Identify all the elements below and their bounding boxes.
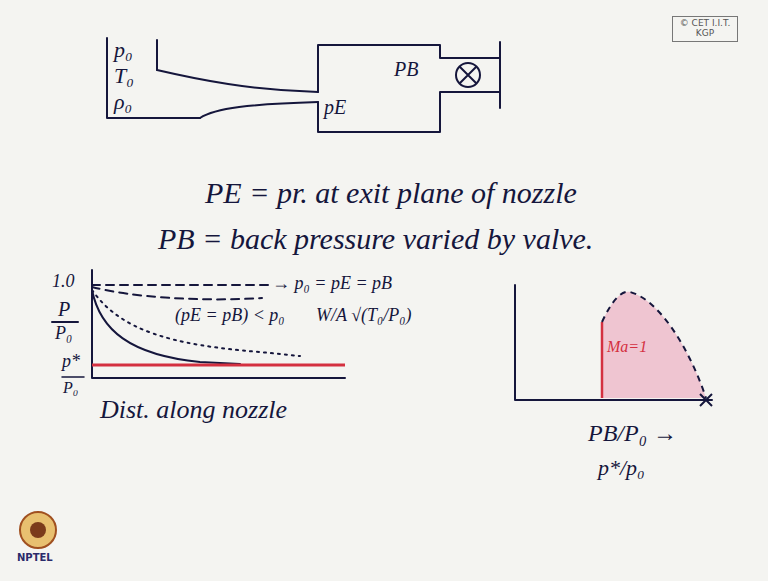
state-symbol: ρ₀ xyxy=(114,90,132,114)
axis-label: P xyxy=(58,298,70,320)
logo-text: NPTEL xyxy=(17,552,53,563)
tank-wall xyxy=(107,38,200,118)
fraction-bar xyxy=(62,376,84,378)
axis-value: p* xyxy=(62,352,80,372)
tank: p₀T₀ρ₀ xyxy=(114,38,154,118)
watermark: © CET I.I.T. KGP xyxy=(676,19,734,39)
axis-value: 1.0 xyxy=(52,272,75,292)
region-label: Ma=1 xyxy=(607,338,647,356)
axis-label: Dist. along nozzle xyxy=(100,396,287,425)
pipe-end xyxy=(499,42,501,108)
nozzle-wall xyxy=(157,70,318,92)
definition: PB = back pressure varied by valve. xyxy=(158,222,593,255)
axis-label: P₀ xyxy=(55,324,72,344)
pressure-symbol: pE xyxy=(324,96,346,118)
axis-label: p*/p₀ xyxy=(598,456,645,480)
curve-note: (pE = pB) < p₀ xyxy=(175,306,285,326)
watermark-box: © CET I.I.T. KGP xyxy=(672,16,738,42)
pressure-symbol: PB xyxy=(394,58,418,80)
pressure-curve xyxy=(92,284,268,286)
valve-symbol xyxy=(456,63,480,87)
logo xyxy=(20,512,56,548)
axis-label: PB/P₀ → xyxy=(588,420,677,446)
choked-region xyxy=(602,292,706,398)
logo xyxy=(30,522,46,538)
pressure-curve xyxy=(92,290,240,364)
end-marker xyxy=(700,394,712,406)
state-symbol: T₀ xyxy=(114,64,134,88)
valve-symbol xyxy=(460,67,476,83)
chamber-wall xyxy=(318,92,500,132)
fraction-bar xyxy=(52,321,78,323)
pressure-curve xyxy=(92,290,300,356)
tank-wall xyxy=(156,40,158,70)
nozzle-wall xyxy=(200,102,318,118)
curve-note: → p₀ = pE = pB xyxy=(272,274,392,294)
critical-line xyxy=(601,322,604,398)
graph-axis xyxy=(515,285,712,400)
definition: PE = pr. at exit plane of nozzle xyxy=(205,176,577,209)
pressure-curve xyxy=(92,287,262,299)
formula: W/A √(T₀/P₀) xyxy=(316,306,412,326)
chamber-wall xyxy=(318,45,500,92)
critical-line xyxy=(92,364,345,367)
axis-value: P₀ xyxy=(63,379,78,397)
state-symbol: p₀ xyxy=(114,38,133,62)
flow-curve xyxy=(602,292,706,398)
chamber: pE PB xyxy=(319,46,439,131)
